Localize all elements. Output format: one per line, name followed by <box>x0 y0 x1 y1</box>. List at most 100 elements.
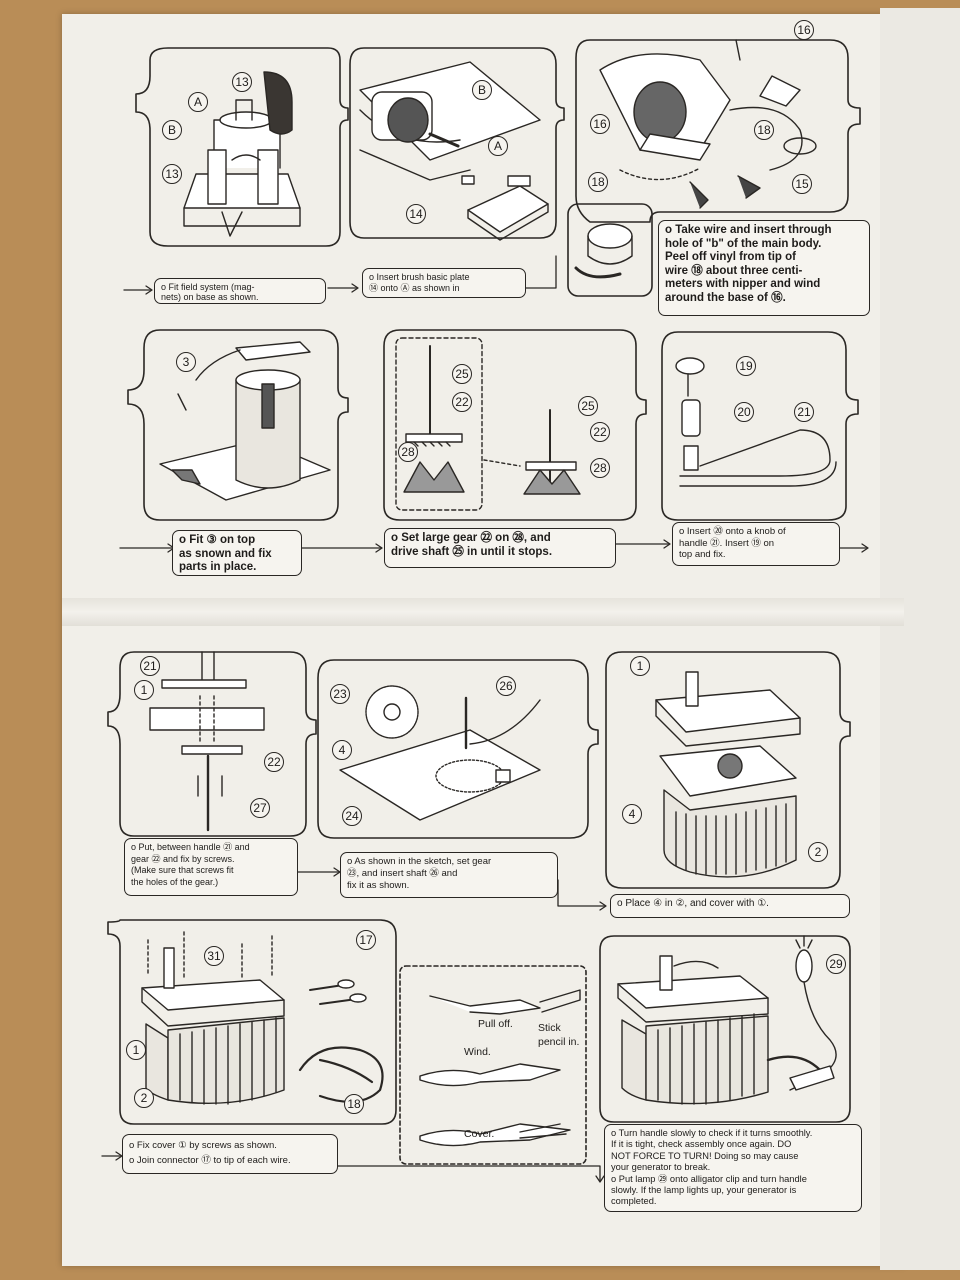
step3-caption-line: o Take wire and insert through <box>665 224 832 236</box>
part-callout: 3 <box>176 352 196 372</box>
part-callout: 4 <box>622 804 642 824</box>
stick-label: Stick <box>538 1022 561 1034</box>
part-callout: 22 <box>264 752 284 772</box>
part-callout: 21 <box>140 656 160 676</box>
step6-caption-line: handle ㉑. Insert ⑲ on <box>679 537 775 549</box>
step3-caption: o Take wire and insert through hole of "… <box>658 220 870 316</box>
step10-caption: o Fix cover ① by screws as shown. o Join… <box>122 1134 338 1174</box>
part-callout: A <box>488 136 508 156</box>
part-callout: 28 <box>398 442 418 462</box>
panel-step7 <box>107 651 317 837</box>
step5-caption-line: o Set large gear ㉒ on ㉘, and <box>391 532 551 544</box>
part-callout: 21 <box>794 402 814 422</box>
step7-caption-line: the holes of the gear.) <box>131 876 219 887</box>
pull-off-label: Pull off. <box>478 1018 513 1030</box>
part-callout: 16 <box>590 114 610 134</box>
step3-caption-line: Peel off vinyl from tip of <box>665 251 796 263</box>
part-callout: 20 <box>734 402 754 422</box>
part-callout: 14 <box>406 204 426 224</box>
panel-step3-inset <box>567 203 653 297</box>
step1-caption: o Fit field system (mag- nets) on base a… <box>154 278 326 304</box>
step11-caption-line: slowly. If the lamp lights up, your gene… <box>611 1185 797 1196</box>
part-callout: 17 <box>356 930 376 950</box>
step4-caption-line: as snown and fix <box>179 547 272 560</box>
coil-wiring-art <box>574 39 817 279</box>
step3-caption-line: wire ⑱ about three centi- <box>665 264 803 277</box>
part-callout: 2 <box>134 1088 154 1108</box>
step3-caption-line: meters with nipper and wind <box>665 278 821 290</box>
part-callout: 13 <box>232 72 252 92</box>
step10-caption-line: o Join connector ⑰ to tip of each wire. <box>129 1155 291 1166</box>
cover-label: Cover. <box>464 1128 495 1140</box>
part-callout: 27 <box>250 798 270 818</box>
flow-arrows <box>101 255 869 1183</box>
wire-clip-detail-art <box>419 989 581 1147</box>
part-callout: 15 <box>792 174 812 194</box>
step6-caption-line: top and fix. <box>679 549 726 560</box>
part-callout: 16 <box>794 20 814 40</box>
panel-step8 <box>317 659 599 839</box>
step3-caption-line: around the base of ⑯. <box>665 291 786 304</box>
paper-fold <box>62 598 904 626</box>
step2-caption-line: o Insert brush basic plate <box>369 272 470 282</box>
panel-step2 <box>349 47 565 239</box>
part-callout: 1 <box>134 680 154 700</box>
part-callout: 25 <box>578 396 598 416</box>
step7-caption-line: (Make sure that screws fit <box>131 865 234 875</box>
panel-step4 <box>127 329 349 521</box>
step4-caption-line: o Fit ③ on top <box>179 534 256 546</box>
step1-caption-line: o Fit field system (mag- <box>161 282 255 292</box>
panel-step11 <box>599 935 851 1123</box>
step7-caption: o Put, between handle ㉑ and gear ㉒ and f… <box>124 838 298 896</box>
gear-plate-art <box>339 685 541 821</box>
part-callout: 13 <box>162 164 182 184</box>
part-callout: 4 <box>332 740 352 760</box>
step6-caption: o Insert ⑳ onto a knob of handle ㉑. Inse… <box>672 522 840 566</box>
step5-caption-line: drive shaft ㉕ in until it stops. <box>391 545 553 558</box>
part-callout: 22 <box>452 392 472 412</box>
part-callout: 18 <box>588 172 608 192</box>
part-callout: 29 <box>826 954 846 974</box>
step7-caption-line: o Put, between handle ㉑ and <box>131 842 250 852</box>
lamp-test-art <box>617 935 837 1105</box>
gear-shaft-art <box>395 337 581 511</box>
part-callout: 31 <box>204 946 224 966</box>
part-callout: 1 <box>630 656 650 676</box>
part-callout: 18 <box>754 120 774 140</box>
part-callout: 2 <box>808 842 828 862</box>
step8-caption-line: fix it as shown. <box>347 880 410 891</box>
part-callout: 23 <box>330 684 350 704</box>
panel-step1 <box>135 47 349 247</box>
step8-caption: o As shown in the sketch, set gear ㉓, an… <box>340 852 558 898</box>
step11-caption-line: o Put lamp ㉙ onto alligator clip and tur… <box>611 1173 807 1184</box>
part-callout: 25 <box>452 364 472 384</box>
wind-label: Wind. <box>464 1046 491 1058</box>
step9-caption-line: o Place ④ in ②, and cover with ①. <box>617 898 769 909</box>
part-callout: B <box>162 120 182 140</box>
part-callout: 24 <box>342 806 362 826</box>
step8-caption-line: o As shown in the sketch, set gear <box>347 856 492 867</box>
pencil-in-label: pencil in. <box>538 1036 580 1048</box>
part-callout: 22 <box>590 422 610 442</box>
step3-caption-line: hole of "b" of the main body. <box>665 237 822 250</box>
generator-cover-art <box>141 931 384 1105</box>
next-page-edge <box>880 8 960 1270</box>
step11-caption-line: o Turn handle slowly to check if it turn… <box>611 1128 813 1138</box>
handle-knob-art <box>675 357 837 487</box>
step8-caption-line: ㉓, and insert shaft ㉖ and <box>347 868 458 879</box>
panel-step6 <box>661 331 859 521</box>
step6-caption-line: o Insert ⑳ onto a knob of <box>679 526 786 537</box>
part-callout: A <box>188 92 208 112</box>
panel-detail-wiring <box>399 965 587 1165</box>
assembly-top-art <box>159 341 331 501</box>
step4-caption-line: parts in place. <box>179 561 257 573</box>
step11-caption-line: If it is tight, check assembly once agai… <box>611 1139 792 1150</box>
step7-caption-line: gear ㉒ and fix by screws. <box>131 853 235 864</box>
handle-gear-screw-art <box>149 651 265 832</box>
step11-caption: o Turn handle slowly to check if it turn… <box>604 1124 862 1212</box>
panel-step5 <box>383 329 647 521</box>
step2-caption-line: ⑭ onto Ⓐ as shown in <box>369 283 460 293</box>
step1-caption-line: nets) on base as shown. <box>161 292 259 302</box>
magnet-base-art <box>183 71 301 237</box>
